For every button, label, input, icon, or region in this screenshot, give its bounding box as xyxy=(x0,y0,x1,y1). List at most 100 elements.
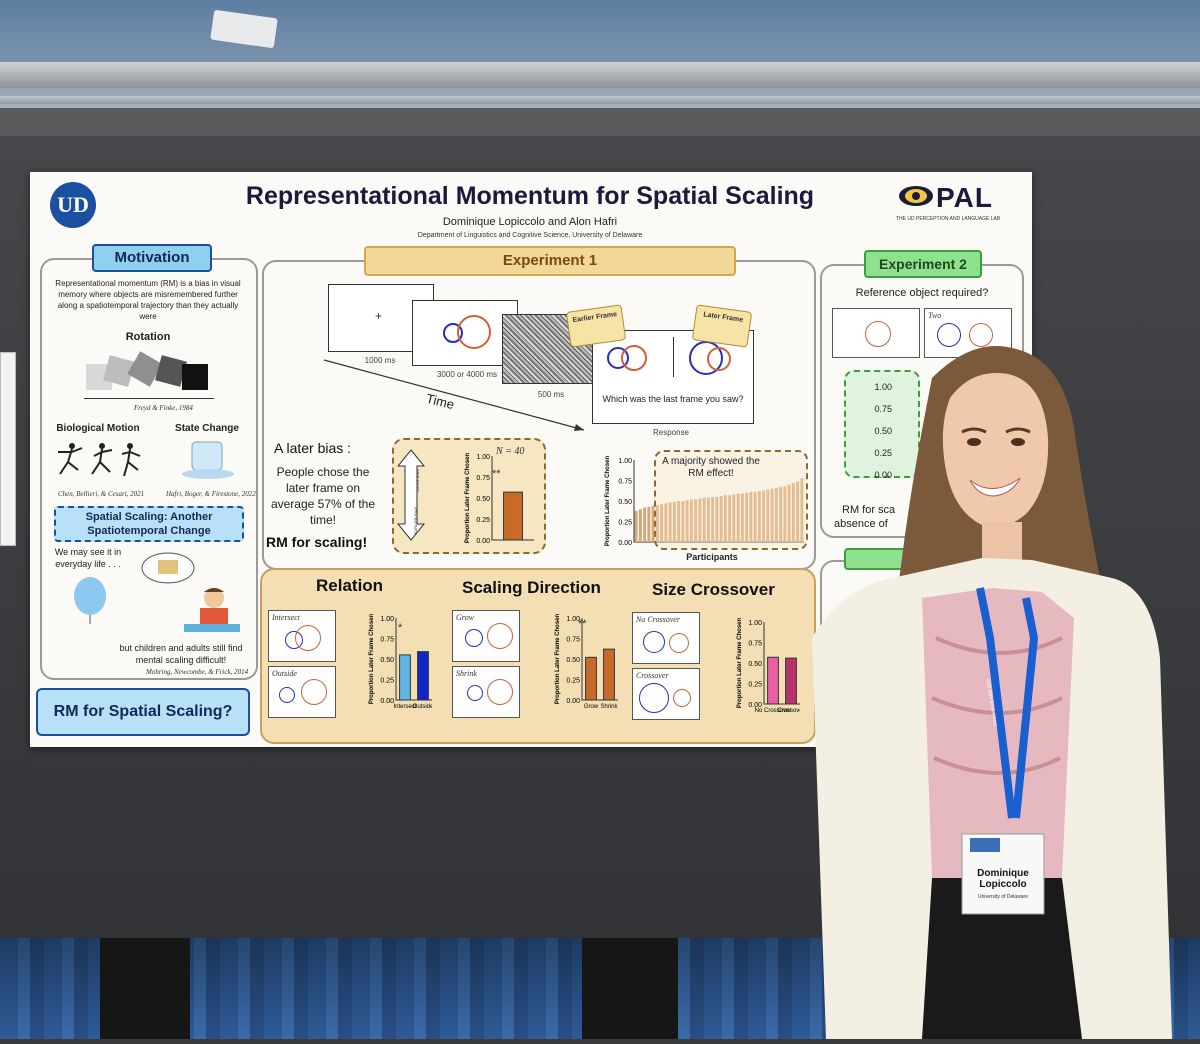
size-crossover-heading: Size Crossover xyxy=(652,580,775,599)
fixation-cross: + xyxy=(375,309,383,323)
bio-motion-label: Biological Motion xyxy=(56,423,140,434)
exp2-rm-text: RM for sca xyxy=(842,504,896,516)
y-tick-label: 1.00 xyxy=(748,620,762,627)
chart-bar xyxy=(787,484,791,542)
poster-authors: Dominique Lopiccolo and Alon Hafri xyxy=(442,216,618,228)
intersect-panel: Intersect xyxy=(268,610,336,662)
chart-bar xyxy=(740,493,744,542)
neighbor-poster-edge xyxy=(0,352,16,546)
y-tick-label: 0.50 xyxy=(618,499,632,506)
chart-bar xyxy=(651,505,655,542)
scaling-frame xyxy=(412,300,518,366)
chart-bar xyxy=(660,504,664,542)
shrink-label: Shrink xyxy=(456,669,477,678)
y-tick-label: 0.50 xyxy=(380,657,394,664)
shrink-panel: Shrink xyxy=(452,666,520,718)
response-divider xyxy=(673,337,674,377)
chart-bar xyxy=(698,498,702,542)
orange-circle xyxy=(457,315,491,349)
orange-circle xyxy=(669,633,689,653)
chart-bar xyxy=(694,499,698,542)
y-tick-label: 0.00 xyxy=(476,538,490,544)
x-category-label: Shrink xyxy=(600,704,618,710)
reference-question: Reference object required? xyxy=(855,287,989,299)
y-tick-label: 1.00 xyxy=(566,616,580,623)
chart-bar xyxy=(800,478,804,542)
chart-bar xyxy=(677,501,681,542)
children-citation: Mohring, Newcombe, & Frick, 2014 xyxy=(146,668,249,676)
chart-bar xyxy=(715,496,719,542)
board-leg xyxy=(100,938,190,1039)
timing-1000: 1000 ms xyxy=(364,356,396,365)
chart-bar xyxy=(723,495,727,542)
chart-bar xyxy=(603,648,615,701)
c2-svg: 1.000.750.500.250.00IntersectOutsideProp… xyxy=(369,613,434,710)
ceiling-pipe-thin xyxy=(0,96,1200,104)
chart-bar xyxy=(711,496,715,542)
relation-significance: * xyxy=(398,622,403,634)
rotation-arrow xyxy=(84,398,214,399)
chart-bar xyxy=(655,505,659,542)
exp2-absence-text: absence of xyxy=(834,518,888,530)
y-tick-label: 0.00 xyxy=(566,698,580,705)
balloon-icon xyxy=(70,576,110,624)
rotation-citation: Freyd & Finke, 1984 xyxy=(134,404,193,412)
chart-bar xyxy=(745,492,749,542)
y-tick-label: 0.25 xyxy=(476,517,490,524)
name-badge-org: University of Delaware xyxy=(977,894,1029,900)
chart-bar xyxy=(783,486,787,542)
two-label: Two xyxy=(928,311,942,320)
chart-bar xyxy=(791,482,795,542)
y-tick-label: 0.75 xyxy=(566,637,580,644)
y-tick-label: 1.00 xyxy=(476,454,490,461)
thought-bubble-map-icon xyxy=(136,552,196,588)
chart-bar xyxy=(757,491,761,542)
x-category-label: No Crossover xyxy=(755,708,792,714)
state-change-citation: Hafri, Boger, & Firestone, 2022 xyxy=(166,490,256,498)
timing-3000: 3000 or 4000 ms xyxy=(436,370,498,379)
chart-bar xyxy=(749,491,753,542)
chart-bar xyxy=(774,487,778,542)
no-crossover-label: No Crossover xyxy=(636,615,680,624)
y-axis-label: Proportion Later Frame Chosen xyxy=(737,618,743,708)
blue-circle xyxy=(279,687,295,703)
chart-bar xyxy=(762,490,766,542)
y-tick-label: 1.00 xyxy=(618,458,632,465)
crossover-panel: Crossover xyxy=(632,668,700,720)
grow-panel: Grow xyxy=(452,610,520,662)
y-tick-label: 0.00 xyxy=(748,702,762,709)
poster-board-rim xyxy=(0,108,1200,136)
later-bias-arrow-text: LATER BIAS xyxy=(414,469,420,492)
orange-circle xyxy=(673,689,691,707)
chart-bar xyxy=(664,503,668,542)
x-category-label: Crossover xyxy=(777,708,800,714)
exp1-sample-size: N = 40 xyxy=(496,446,525,457)
y-tick-label: 0.50 xyxy=(566,657,580,664)
earlier-bias-arrow-text: EARLIER BIAS xyxy=(413,506,419,535)
motivation-intro: Representational momentum (RM) is a bias… xyxy=(55,279,241,321)
chart-bar xyxy=(503,491,523,541)
experiment2-label: Experiment 2 xyxy=(864,250,982,278)
orange-circle xyxy=(487,679,513,705)
bio-motion-citation: Chen, Bellieri, & Cesari, 2021 xyxy=(58,490,145,498)
x-category-label: Outside xyxy=(413,704,432,710)
y-axis-label: Proportion Later Frame Chosen xyxy=(605,456,611,546)
rotation-label: Rotation xyxy=(125,331,171,343)
chart-bar xyxy=(728,495,732,542)
exp1-significance: ** xyxy=(492,468,501,480)
child-drawing-illustration xyxy=(178,584,244,634)
y-tick-label: 0.25 xyxy=(566,678,580,685)
chart-bar xyxy=(672,501,676,542)
chart-bar xyxy=(753,491,757,542)
later-frame-starburst: Later Frame xyxy=(691,304,753,348)
majority-text: A majority showed the RM effect! xyxy=(662,456,760,479)
tick-050: 0.50 xyxy=(874,426,892,436)
blue-circle xyxy=(639,683,669,713)
y-tick-label: 0.75 xyxy=(380,637,394,644)
chart-bar xyxy=(399,654,411,701)
dancer-figures-icon xyxy=(54,440,144,480)
